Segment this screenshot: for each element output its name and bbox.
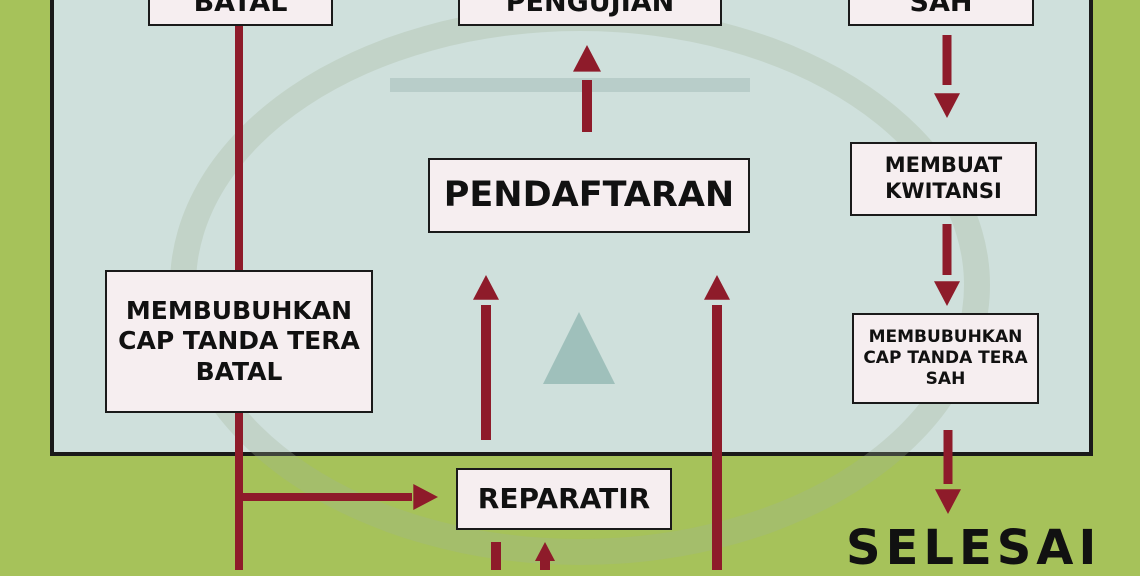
node-batal-top: BATAL	[148, 0, 333, 26]
watermark-seal-bar	[390, 78, 750, 92]
node-sah-top-label: SAH	[909, 0, 973, 18]
node-cap-tanda-tera-batal: MEMBUBUHKAN CAP TANDA TERA BATAL	[105, 270, 373, 413]
node-membuat-kwitansi: MEMBUAT KWITANSI	[850, 142, 1037, 216]
node-pengujian: PENGUJIAN	[458, 0, 722, 26]
arrowhead-to-selesai	[935, 489, 961, 514]
node-batal-top-label: BATAL	[193, 0, 288, 18]
arrowhead-to-reparatir	[413, 484, 438, 510]
arrowhead-bottom-b	[535, 542, 555, 561]
arrowhead-to-pengujian	[573, 45, 601, 72]
node-pengujian-label: PENGUJIAN	[505, 0, 675, 18]
node-sah-top: SAH	[848, 0, 1034, 26]
node-membuat-kwitansi-label: MEMBUAT KWITANSI	[884, 153, 1003, 203]
node-selesai: SELESAI	[846, 520, 1102, 576]
node-cap-tanda-tera-batal-label: MEMBUBUHKAN CAP TANDA TERA BATAL	[118, 295, 360, 386]
node-cap-tanda-tera-sah-label: MEMBUBUHKAN CAP TANDA TERA SAH	[863, 327, 1028, 389]
node-pendaftaran: PENDAFTARAN	[428, 158, 750, 233]
arrowhead-to-kwitansi	[934, 93, 960, 118]
watermark-seal-triangle	[543, 312, 615, 384]
node-reparatir-label: REPARATIR	[477, 481, 651, 515]
arrowhead-to-capsah	[934, 281, 960, 306]
node-reparatir: REPARATIR	[456, 468, 672, 530]
node-pendaftaran-label: PENDAFTARAN	[443, 175, 735, 216]
node-cap-tanda-tera-sah: MEMBUBUHKAN CAP TANDA TERA SAH	[852, 313, 1039, 404]
arrowhead-up-left	[473, 275, 499, 300]
arrowhead-up-right	[704, 275, 730, 300]
